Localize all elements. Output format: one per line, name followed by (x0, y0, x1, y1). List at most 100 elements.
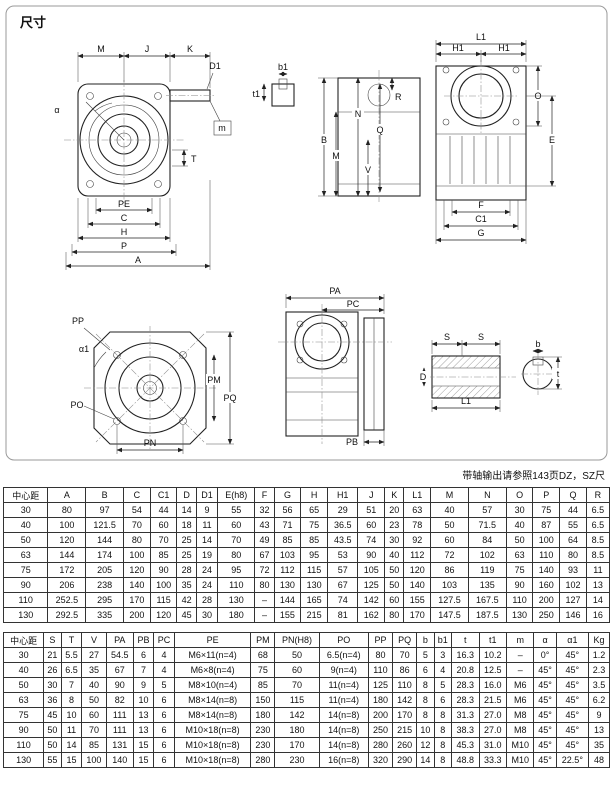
table-cell: 45° (555, 647, 590, 663)
column-header: t (451, 632, 480, 648)
table-cell: 180 (367, 692, 394, 708)
table-cell: 170 (123, 592, 151, 608)
table-cell: M10 (505, 752, 535, 768)
table-cell: 6.5 (60, 662, 83, 678)
table-cell: 50 (430, 517, 469, 533)
table-cell: 10 (416, 722, 435, 738)
table-cell: 90 (505, 577, 534, 593)
table-cell: 6.2 (588, 692, 610, 708)
table-cell: 87 (532, 517, 561, 533)
table-cell: M10×18(n=8) (173, 722, 252, 738)
dim-label-PB: PB (346, 437, 358, 447)
table-cell: 320 (367, 752, 394, 768)
dim-label-t1: t1 (252, 89, 260, 99)
column-header: V (81, 632, 107, 648)
table-cell: 45° (555, 737, 590, 753)
table-cell: 25 (176, 532, 197, 548)
column-header: 中心距 (2, 632, 45, 648)
table-cell: 50 (384, 577, 405, 593)
table-cell: 28 (176, 562, 197, 578)
table-cell: 15 (132, 752, 155, 768)
dim-label-M-side: M (332, 151, 340, 161)
gearbox-side-view: L1 H1 H1 B M N Q R V (318, 32, 558, 244)
table-cell: 70 (149, 532, 178, 548)
table-cell: 100 (123, 547, 151, 563)
table-cell: 180 (250, 707, 276, 723)
table-cell: 50 (2, 532, 49, 548)
table-cell: 6.5(n=4) (318, 647, 369, 663)
table-cell: 150 (250, 692, 276, 708)
table-cell: 110 (392, 677, 418, 693)
table-cell: 57 (467, 502, 507, 518)
table-cell: 80 (254, 577, 275, 593)
column-header: α (533, 632, 557, 648)
table-cell: 4 (153, 662, 175, 678)
table-cell: 86 (430, 562, 469, 578)
table-cell: 180 (217, 607, 256, 623)
dim-label-b: b (535, 339, 540, 349)
dim-label-N: N (355, 109, 362, 119)
table-cell: M8 (505, 707, 535, 723)
table-cell: 160 (532, 577, 561, 593)
table-cell: 11 (195, 517, 219, 533)
table-cell: 260 (392, 737, 418, 753)
table-cell: 14(n=8) (318, 707, 369, 723)
table-cell: 172 (47, 562, 87, 578)
table-cell: 9 (588, 707, 610, 723)
table-cell: 35 (588, 737, 610, 753)
table-cell: 11 (60, 722, 83, 738)
table-cell: 238 (85, 577, 125, 593)
table-cell: 180 (274, 722, 320, 738)
table-cell: 68 (250, 647, 276, 663)
table-cell: 24 (195, 577, 219, 593)
table-cell: 50 (505, 532, 534, 548)
table-cell: 63 (2, 547, 49, 563)
table-cell: 200 (532, 592, 561, 608)
table-cell: 70 (217, 532, 256, 548)
table-cell: M6 (505, 692, 535, 708)
table-cell: 14 (416, 752, 435, 768)
table-cell: 102 (467, 547, 507, 563)
column-header: PQ (392, 632, 418, 648)
column-header: G (273, 487, 302, 503)
table-cell: 74 (326, 592, 359, 608)
table-cell: 230 (274, 752, 320, 768)
table-cell: 144 (47, 547, 87, 563)
table-cell: 38.3 (451, 722, 480, 738)
table-cell: 9 (132, 677, 155, 693)
table-cell: 42 (176, 592, 197, 608)
table-cell: 23 (384, 517, 405, 533)
table-cell: 57 (326, 562, 359, 578)
table-cell: 19 (195, 547, 219, 563)
table-cell: 55 (217, 502, 256, 518)
table-cell: 51 (357, 502, 386, 518)
table-cell: M6×8(n=4) (173, 662, 252, 678)
table-cell: M8×10(n=4) (173, 677, 252, 693)
table-cell: 8 (433, 707, 453, 723)
table-cell: 130 (217, 592, 256, 608)
column-header: S (43, 632, 62, 648)
table-cell: 142 (392, 692, 418, 708)
column-header: P (532, 487, 561, 503)
table-cell: 155 (403, 592, 432, 608)
table-cell: 45° (555, 677, 590, 693)
table-cell: 100 (532, 532, 561, 548)
table-cell: 29 (326, 502, 359, 518)
mounting-flange-view: PP α1 PM PQ PO PN (70, 316, 239, 454)
table-cell: 45° (555, 707, 590, 723)
table-cell: 85 (300, 532, 328, 548)
table-cell: 45° (533, 722, 557, 738)
gearbox-front-view: M J K D1 α m T (54, 44, 232, 270)
table-cell: 6.5 (585, 517, 611, 533)
dim-label-b1: b1 (278, 62, 288, 72)
table-cell: 11 (585, 562, 611, 578)
table-cell: 120 (149, 607, 178, 623)
table-cell: 215 (392, 722, 418, 738)
table-cell: 30 (2, 647, 45, 663)
table-cell: 144 (273, 592, 302, 608)
table-cell: 6 (153, 722, 175, 738)
table-cell: 93 (559, 562, 587, 578)
table-cell: 230 (250, 737, 276, 753)
